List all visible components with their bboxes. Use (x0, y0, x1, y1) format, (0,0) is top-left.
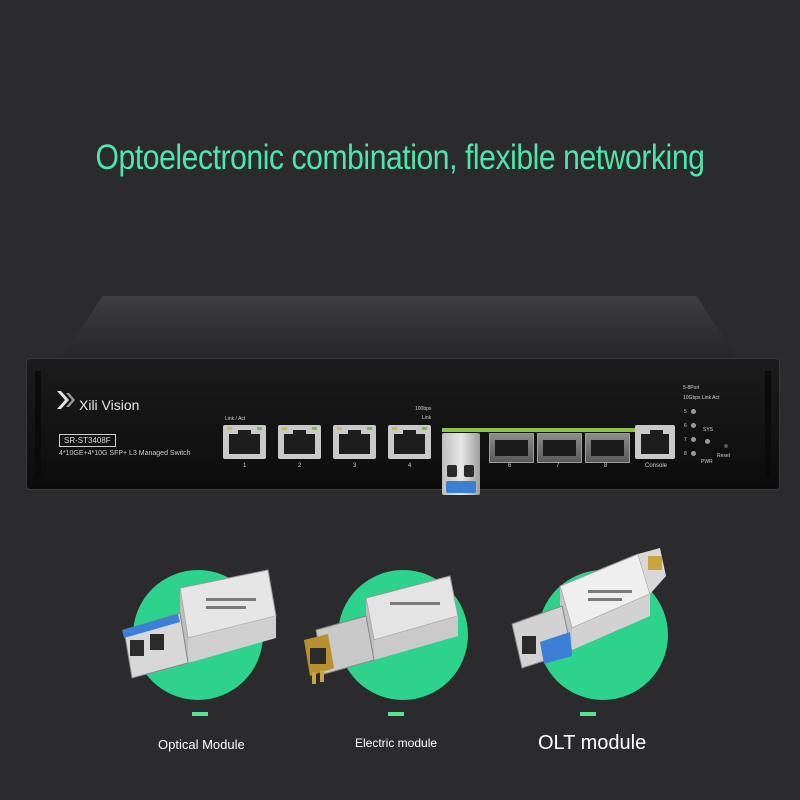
switch-front-panel: Xili Vision SR-ST3408F 4*10GE+4*10G SFP+… (26, 358, 780, 495)
rj45-led-legend: Link / Act (225, 416, 246, 422)
port-number: 7 (556, 463, 560, 469)
port-number: 4 (408, 463, 412, 469)
led-link-indicator (422, 427, 427, 430)
reset-label: Reset (717, 453, 731, 459)
module-label: Optical Module (158, 737, 245, 752)
status-led-label: 7 (684, 437, 687, 443)
divider-dash (192, 712, 208, 716)
led-link-indicator (312, 427, 317, 430)
status-legend: 10Gbps Link Act (683, 395, 720, 401)
rj45-port-4[interactable] (388, 425, 431, 459)
model-number: SR-ST3408F (59, 434, 116, 447)
pwr-label: PWR (701, 459, 713, 465)
status-led-label: 6 (684, 423, 687, 429)
rj45-jack (339, 430, 370, 454)
console-port[interactable] (635, 425, 675, 459)
model-description: 4*10GE+4*10G SFP+ L3 Managed Switch (59, 450, 191, 457)
status-led-label: 5 (684, 409, 687, 415)
port-number: 6 (508, 463, 512, 469)
led-link-indicator (257, 427, 262, 430)
speed-label: 100bps (415, 406, 432, 412)
switch-chassis-top (62, 296, 737, 358)
status-led (691, 451, 696, 456)
inserted-sfp-module[interactable] (442, 433, 480, 495)
sys-label: SYS (703, 427, 714, 433)
rj45-port-3[interactable] (333, 425, 376, 459)
sfp-latch (446, 481, 476, 493)
link-label: Link (422, 415, 432, 421)
port-number: 1 (243, 463, 247, 469)
module-label: Electric module (355, 736, 438, 750)
sfp-slot (591, 440, 624, 456)
rj45-jack (229, 430, 260, 454)
status-led-label: 8 (684, 451, 687, 457)
rack-ear-left (35, 371, 41, 479)
rj45-port-2[interactable] (278, 425, 321, 459)
sys-led (705, 439, 710, 444)
brand-logo-icon (57, 391, 75, 409)
sfp-port-8[interactable] (585, 433, 630, 463)
sfp-port-6[interactable] (489, 433, 534, 463)
status-led (691, 423, 696, 428)
led-act-indicator (227, 427, 232, 430)
rack-ear-right (765, 371, 771, 479)
port-number: 2 (298, 463, 302, 469)
sfp-slot (495, 440, 528, 456)
status-led (691, 409, 696, 414)
led-link-indicator (367, 427, 372, 430)
electric-module-icon (304, 575, 459, 684)
sfp-group-bar (442, 428, 638, 432)
brand-name: Xili Vision (79, 397, 140, 413)
divider-dash (580, 712, 596, 716)
olt-module-icon (511, 548, 666, 669)
module-label: OLT module (538, 732, 647, 754)
reset-button[interactable] (724, 444, 728, 448)
sfp-port-7[interactable] (537, 433, 582, 463)
status-led (691, 437, 696, 442)
divider-dash (388, 712, 404, 716)
rj45-jack (641, 430, 669, 454)
fiber-port-hole (464, 465, 474, 477)
status-header: 5-8Port (683, 385, 700, 391)
port-number: 8 (604, 463, 608, 469)
rj45-jack (394, 430, 425, 454)
led-act-indicator (337, 427, 342, 430)
console-label: Console (645, 463, 668, 469)
rj45-jack (284, 430, 315, 454)
sfp-slot (543, 440, 576, 456)
port-number: 3 (353, 463, 357, 469)
fiber-port-hole (447, 465, 457, 477)
rj45-port-1[interactable] (223, 425, 266, 459)
optical-module-icon (122, 569, 277, 679)
led-act-indicator (282, 427, 287, 430)
headline: Optoelectronic combination, flexible net… (95, 138, 705, 177)
led-act-indicator (392, 427, 397, 430)
